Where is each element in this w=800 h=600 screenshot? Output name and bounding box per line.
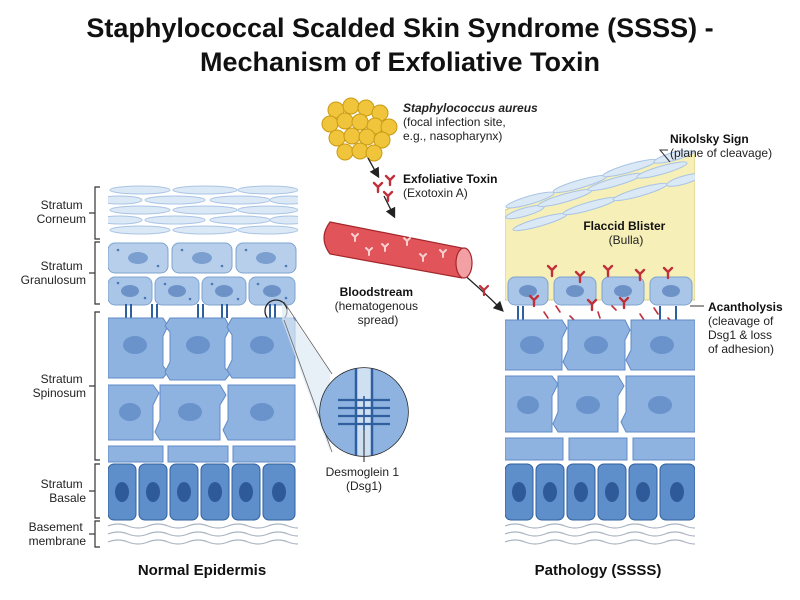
pathology-basement-membrane [505,523,695,545]
label-stratum-corneum: Stratum Corneum [37,198,86,226]
remaining-desmosomes [517,306,677,320]
pathology-epidermis [505,150,695,545]
pathology-spinosum-nuclei [517,336,674,414]
desmosome-junctions [125,304,276,318]
label-bloodstream: Bloodstream (hematogenous spread) [335,285,422,327]
pathology-basale-layer [505,463,695,521]
cleaved-dsg1-fragments [543,305,673,323]
basement-membrane-layer [108,523,298,545]
label-desmoglein-1: Desmoglein 1 (Dsg1) [326,465,403,493]
caption-pathology-ssss: Pathology (SSSS) [535,562,662,579]
toxins-at-cleavage [528,264,674,312]
layer-brackets [89,186,100,548]
right-leader-lines [658,149,704,307]
page-title-line-1: Staphylococcal Scalded Skin Syndrome (SS… [86,13,714,43]
staphylococcus-aureus-cluster [321,97,398,162]
stratum-basale-layer [108,463,296,521]
desmoglein-zoom-callout [282,301,409,462]
stratum-granulosum-layer [108,242,297,306]
normal-epidermis [108,185,298,545]
label-stratum-spinosum: Stratum Spinosum [33,372,86,400]
lifted-stratum-corneum [505,150,695,232]
label-stratum-basale: Stratum Basale [41,477,87,505]
label-stratum-granulosum: Stratum Granulosum [21,259,86,287]
separated-granulosum-cells [507,276,693,306]
basale-nuclei [115,482,286,502]
label-flaccid-blister: Flaccid Blister (Bulla) [583,219,668,247]
label-basement-membrane: Basement membrane [29,520,87,548]
exfoliative-toxin-molecules [372,174,396,203]
label-staphylococcus-aureus: Staphylococcus aureus (focal infection s… [403,101,541,143]
page-title-line-2: Mechanism of Exfoliative Toxin [199,47,601,77]
spinosum-nuclei [119,336,274,421]
pathology-basale-nuclei [512,482,684,502]
stratum-corneum-layer [108,185,298,235]
label-exfoliative-toxin: Exfoliative Toxin (Exotoxin A) [403,172,501,200]
label-acantholysis: Acantholysis (cleavage of Dsg1 & loss of… [708,300,786,356]
label-nikolsky-sign: Nikolsky Sign (plane of cleavage) [670,132,772,160]
bloodstream-vessel [323,221,490,297]
caption-normal-epidermis: Normal Epidermis [138,562,266,579]
